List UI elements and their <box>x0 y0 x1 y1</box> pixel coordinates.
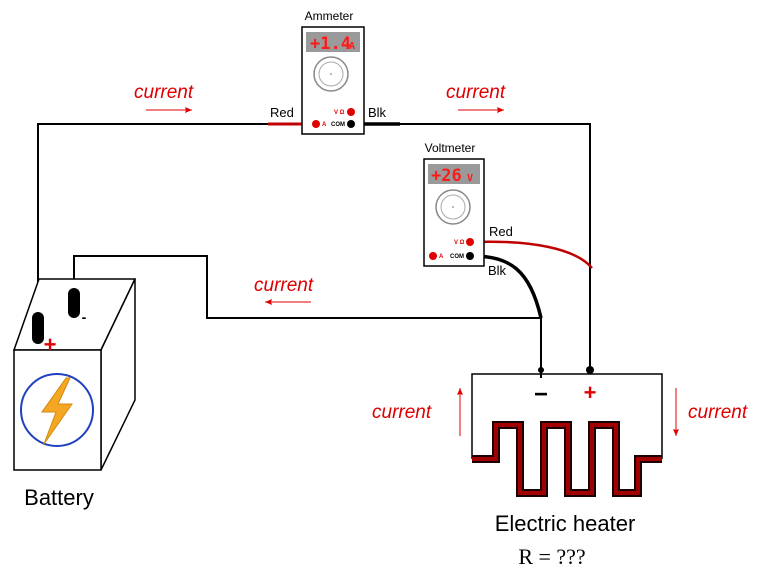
ammeter-dial-dot <box>330 73 332 75</box>
heater-label: Electric heater <box>495 511 636 536</box>
current-label-top-right: current <box>446 82 506 103</box>
voltmeter-jack-a-label: A <box>439 254 444 260</box>
current-label-heater-left: current <box>372 402 432 423</box>
battery-terminal-positive <box>32 312 44 344</box>
current-label-heater-right: current <box>688 402 748 423</box>
battery-label: Battery <box>24 485 94 510</box>
ammeter-jack-com[interactable] <box>347 120 355 128</box>
battery-terminal-negative <box>68 288 80 318</box>
heater-plus-label: + <box>584 380 597 405</box>
ammeter-red-label: Red <box>270 105 294 120</box>
voltmeter-jack-v[interactable] <box>466 238 474 246</box>
arrow-right-top-left <box>146 107 192 113</box>
ammeter-jack-v[interactable] <box>347 108 355 116</box>
current-label-return: current <box>254 275 314 296</box>
voltmeter-dial-dot <box>452 206 454 208</box>
ammeter-display-value: +1.4 <box>310 34 351 54</box>
ammeter-display <box>306 32 360 52</box>
arrow-left-return <box>265 299 311 305</box>
ammeter-jack-a[interactable] <box>312 120 320 128</box>
voltmeter-display-value: +26 <box>431 166 462 186</box>
ammeter-display-unit: A <box>349 41 355 52</box>
ammeter-jack-com-label: COM <box>331 122 345 128</box>
voltmeter-jack-a[interactable] <box>429 252 437 260</box>
voltmeter-title: Voltmeter <box>425 141 476 155</box>
heater-node-positive <box>586 366 594 374</box>
voltmeter-red-label: Red <box>489 224 513 239</box>
heater-minus-label: − <box>534 381 548 408</box>
voltmeter-jack-v-label: V Ω <box>454 240 465 246</box>
arrow-down-heater-right <box>673 388 679 436</box>
wire-battery-positive <box>37 123 268 312</box>
heater-node-negative <box>538 367 544 373</box>
wire-battery-negative <box>73 255 542 370</box>
ammeter: Ammeter +1.4 A V Ω A COM Red Blk <box>270 9 387 135</box>
voltmeter-display-unit: V <box>467 173 473 184</box>
current-label-top-left: current <box>134 82 194 103</box>
voltmeter-blk-label: Blk <box>488 263 507 278</box>
voltmeter-red-lead <box>471 240 593 269</box>
voltmeter-display <box>428 164 480 184</box>
arrow-right-top-right <box>458 107 504 113</box>
heating-element-core <box>472 423 662 495</box>
lightning-bolt-icon <box>41 377 73 445</box>
ammeter-jack-a-label: A <box>322 122 327 128</box>
heater-frame <box>471 373 663 459</box>
battery: + - Battery <box>12 278 137 510</box>
ammeter-blk-label: Blk <box>368 105 387 120</box>
electric-heater: − + Electric heater R = ??? <box>471 366 663 569</box>
voltmeter-jack-com[interactable] <box>466 252 474 260</box>
battery-plus-label: + <box>44 332 57 357</box>
heater-resistance-formula: R = ??? <box>518 544 585 569</box>
wire-heater-positive <box>400 123 591 370</box>
ammeter-title: Ammeter <box>305 9 354 23</box>
ammeter-jack-v-label: V Ω <box>334 110 345 116</box>
current-indicators: current current current current current <box>134 82 748 436</box>
voltmeter: Voltmeter +26 V V Ω A COM Red Blk <box>423 141 513 278</box>
arrow-up-heater-left <box>457 388 463 436</box>
battery-minus-label: - <box>82 309 87 325</box>
voltmeter-jack-com-label: COM <box>450 254 464 260</box>
